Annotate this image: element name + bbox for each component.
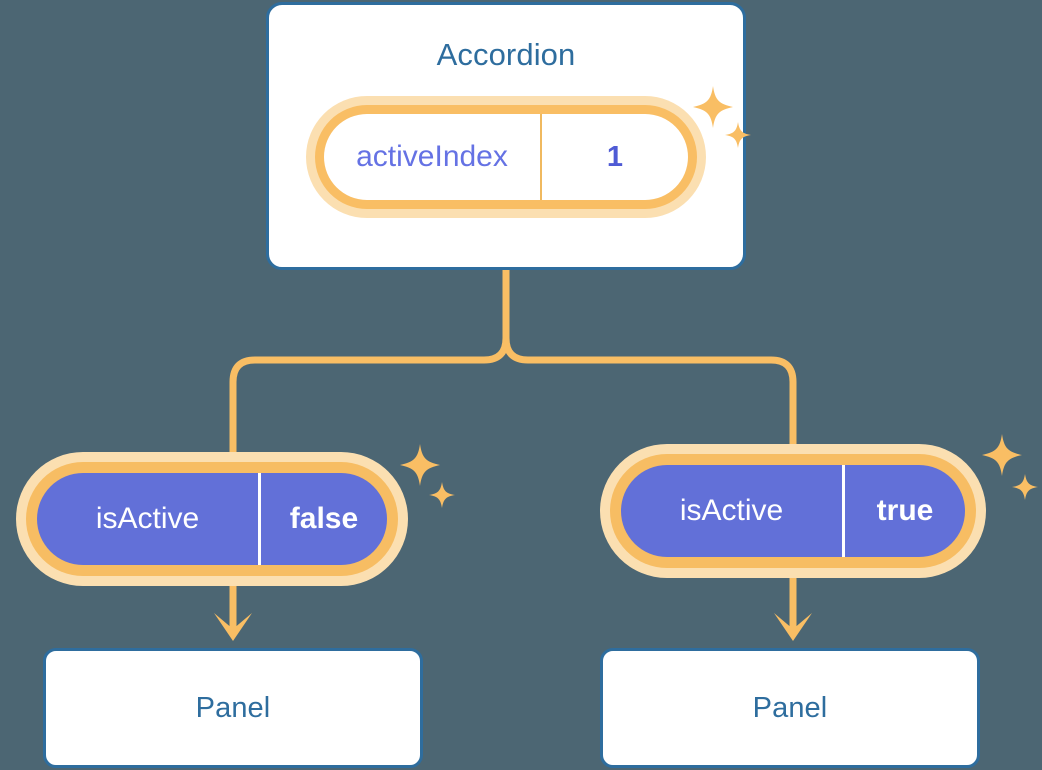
pill-body: isActive true: [621, 465, 965, 557]
prop-pill-is-active-right[interactable]: isActive true: [600, 444, 986, 578]
panel-title: Panel: [195, 691, 271, 724]
prop-key-label: isActive: [621, 465, 845, 557]
panel-card-right[interactable]: Panel: [600, 648, 980, 768]
sparkle-icon: [398, 442, 458, 512]
pill-body: isActive false: [37, 473, 387, 565]
prop-key-label: isActive: [37, 473, 261, 565]
state-value-label: 1: [606, 140, 624, 173]
sparkle-icon: [978, 432, 1040, 504]
panel-title: Panel: [752, 691, 828, 724]
panel-card-left[interactable]: Panel: [43, 648, 423, 768]
prop-value-label: true: [876, 494, 934, 527]
prop-value-label: false: [289, 502, 359, 535]
prop-pill-is-active-left[interactable]: isActive false: [16, 452, 408, 586]
state-pill-active-index[interactable]: activeIndex 1: [306, 96, 706, 218]
pill-body: activeIndex 1: [324, 114, 688, 200]
accordion-title: Accordion: [436, 37, 576, 72]
state-key-label: activeIndex: [324, 114, 542, 200]
